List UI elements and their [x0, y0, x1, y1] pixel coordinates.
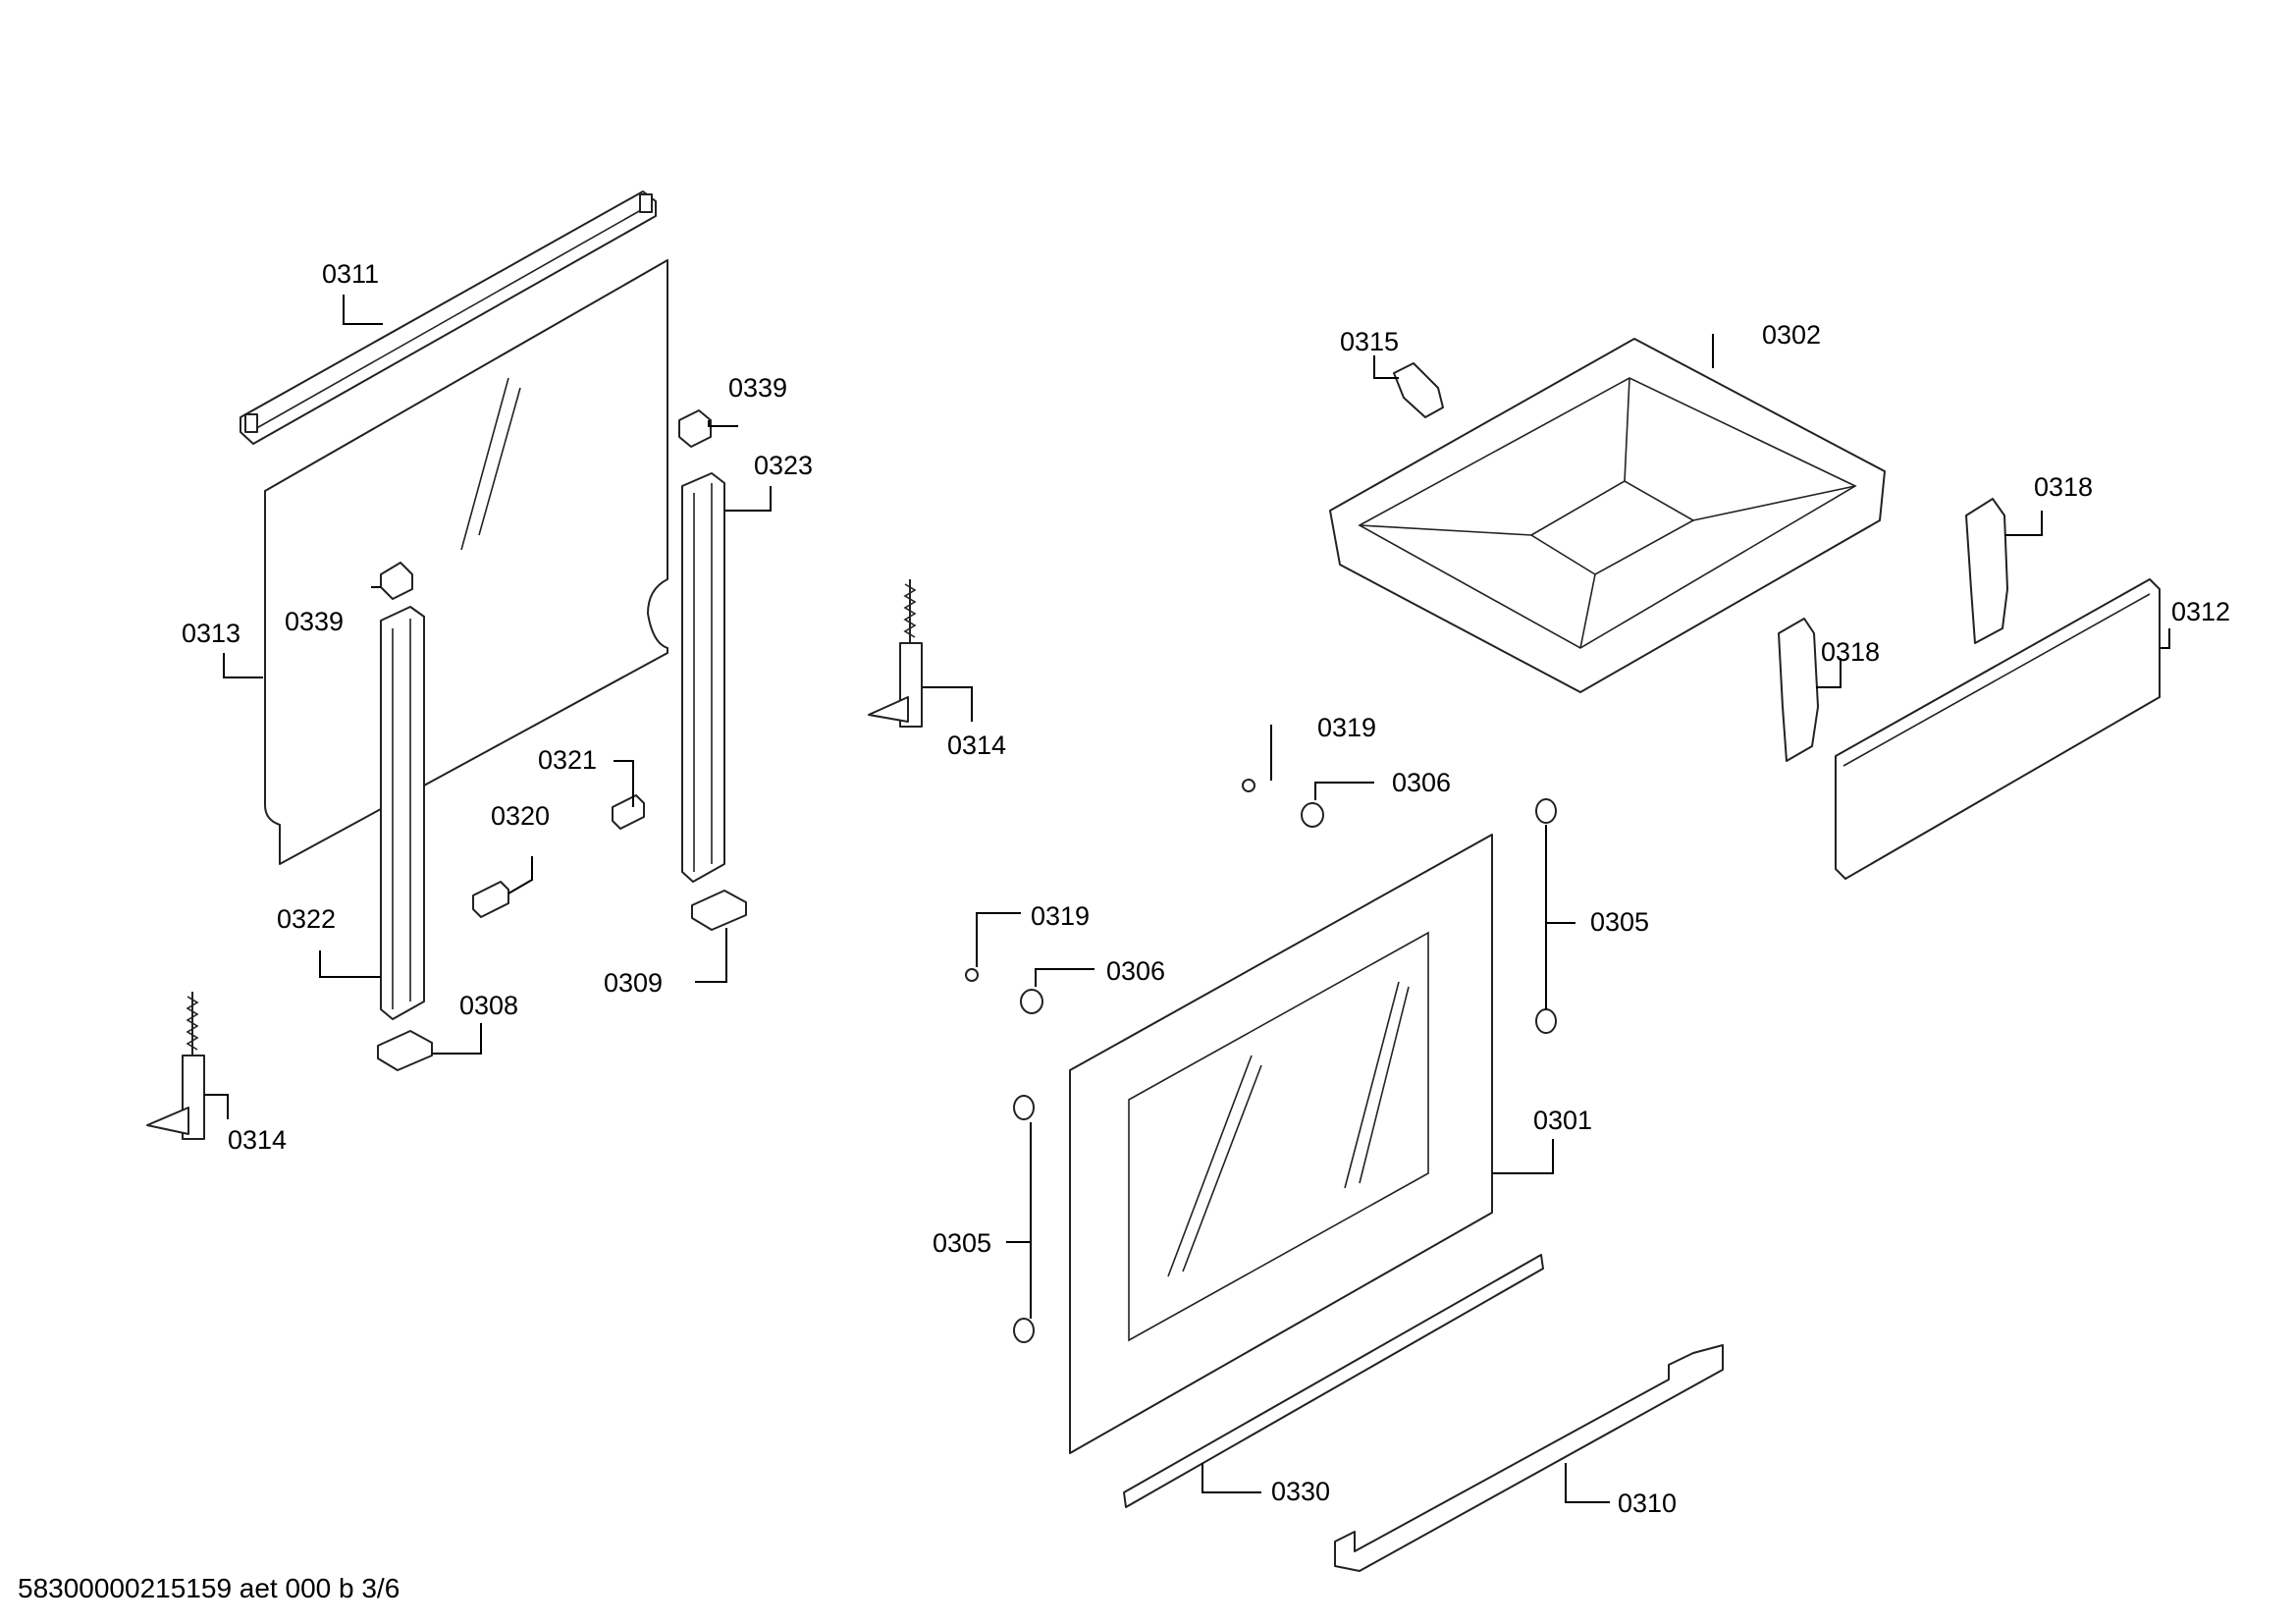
label-0314: 0314 — [228, 1125, 287, 1155]
label-0305: 0305 — [933, 1228, 991, 1258]
part-number-labels: 0311 0339 0323 0313 0339 0321 0320 0322 0308 0309… — [182, 259, 2230, 1518]
label-0302: 0302 — [1762, 320, 1821, 350]
label-0323: 0323 — [754, 451, 813, 480]
label-0321: 0321 — [538, 745, 597, 775]
label-0318: 0318 — [1821, 637, 1880, 667]
part-0323-right-rail[interactable] — [681, 472, 725, 883]
part-0321-bracket[interactable] — [612, 794, 645, 830]
part-0311-top-trim[interactable] — [240, 190, 657, 445]
leader-lines — [204, 295, 2170, 1503]
part-0314-hinge-upper[interactable] — [868, 579, 923, 728]
label-0315: 0315 — [1340, 327, 1399, 356]
part-0313-glass-panel[interactable] — [264, 259, 668, 865]
label-0311: 0311 — [322, 259, 379, 289]
label-0330: 0330 — [1271, 1477, 1330, 1506]
label-0308: 0308 — [459, 991, 518, 1020]
label-0310: 0310 — [1618, 1489, 1677, 1518]
label-0339: 0339 — [285, 607, 344, 636]
part-0318-hinge-upper[interactable] — [1965, 498, 2008, 644]
part-0305-bumper-left-top[interactable] — [1013, 1095, 1035, 1120]
label-0319: 0319 — [1317, 713, 1376, 742]
part-0319-screw-lower[interactable] — [965, 968, 979, 982]
part-0302-tray[interactable] — [1329, 338, 1886, 693]
label-0309: 0309 — [604, 968, 663, 998]
part-0312-panel[interactable] — [1835, 578, 2161, 880]
part-0314-hinge-lower[interactable] — [146, 992, 205, 1140]
label-0320: 0320 — [491, 801, 550, 831]
label-0318: 0318 — [2034, 472, 2093, 502]
document-id: 58300000215159 aet 000 b 3/6 — [18, 1573, 400, 1603]
label-0312: 0312 — [2171, 597, 2230, 626]
part-0315-bracket[interactable] — [1393, 362, 1444, 418]
label-0306: 0306 — [1392, 768, 1451, 797]
part-0320-bracket[interactable] — [472, 881, 509, 918]
part-0330-trim-strip[interactable] — [1123, 1254, 1544, 1508]
part-0318-hinge-lower[interactable] — [1778, 618, 1819, 762]
part-0310-handle[interactable] — [1334, 1344, 1724, 1572]
part-0305-bumper-right-top[interactable] — [1535, 798, 1557, 824]
label-0339: 0339 — [728, 373, 787, 403]
part-0309-base-bracket[interactable] — [691, 890, 747, 931]
part-0305-bumper-left-bottom[interactable] — [1013, 1318, 1035, 1343]
label-0319: 0319 — [1031, 901, 1090, 931]
label-0322: 0322 — [277, 904, 336, 934]
label-0305: 0305 — [1590, 907, 1649, 937]
label-0313: 0313 — [182, 619, 240, 648]
part-0301-oven-door[interactable] — [1069, 834, 1493, 1454]
part-0319-screw-upper[interactable] — [1242, 779, 1255, 792]
label-0314: 0314 — [947, 731, 1006, 760]
part-0339-clip-upper[interactable] — [678, 409, 712, 448]
part-0305-bumper-right-bottom[interactable] — [1535, 1008, 1557, 1034]
label-0301: 0301 — [1533, 1106, 1592, 1135]
part-0322-left-rail[interactable] — [380, 606, 425, 1020]
part-0306-spacer-upper[interactable] — [1301, 802, 1324, 828]
part-0306-spacer-lower[interactable] — [1020, 989, 1043, 1014]
label-0306: 0306 — [1106, 956, 1165, 986]
part-0308-base-bracket[interactable] — [377, 1030, 433, 1071]
